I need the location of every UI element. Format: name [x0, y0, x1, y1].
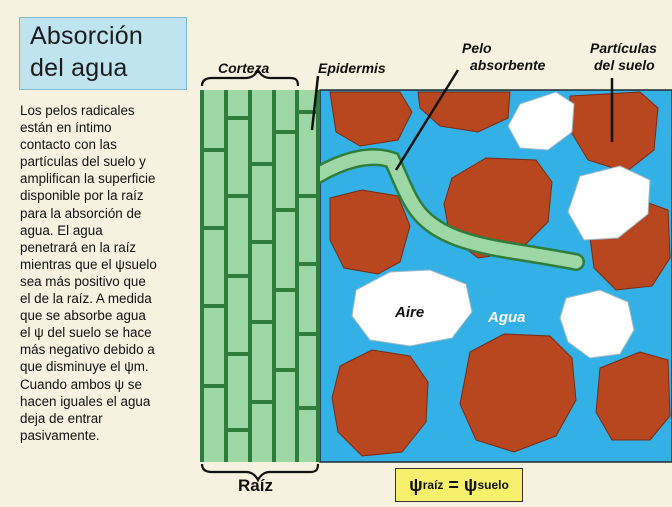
desc-line: hacen iguales el agua — [20, 393, 151, 409]
desc-line: amplifican la superficie — [20, 171, 156, 187]
desc-line: pasivamente. — [20, 427, 100, 443]
title-line-2: del agua — [30, 54, 128, 82]
label-agua: Agua — [488, 309, 526, 326]
desc-line: partículas del suelo y — [20, 154, 146, 170]
raiz-bracket — [200, 463, 320, 483]
desc-line: el de la raíz. A medida — [20, 291, 152, 307]
desc-line: penetrará en la raíz — [20, 239, 137, 255]
label-particulas-line1: Partículas — [590, 40, 657, 56]
soil-particles — [329, 91, 671, 457]
label-pelo-line2: absorbente — [470, 57, 546, 73]
desc-line: Cuando ambos ψ se — [20, 376, 142, 392]
air-pockets — [351, 91, 651, 359]
air-pocket — [351, 269, 473, 347]
desc-line: Los pelos radicales — [20, 103, 135, 118]
soil-particle — [329, 91, 413, 147]
title-box: Absorción del agua — [19, 17, 187, 90]
soil-particle — [417, 91, 511, 133]
formula-psi-right: ψ — [463, 474, 478, 495]
desc-line: sea más positivo que — [20, 273, 146, 289]
formula-sub-left: raíz — [422, 478, 444, 492]
label-corteza: Corteza — [218, 60, 270, 76]
soil-particle — [459, 333, 577, 453]
desc-line: que disminuye el ψm. — [20, 359, 149, 375]
desc-line: mientras que el ψsuelo — [20, 256, 157, 272]
cell-walls — [200, 90, 320, 462]
soil-particle — [443, 157, 553, 259]
soil-particle — [595, 351, 671, 441]
root-hair — [309, 148, 585, 271]
label-particulas-line2: del suelo — [594, 57, 655, 73]
formula-sub-right: suelo — [477, 478, 509, 492]
formula-psi-left: ψ — [409, 474, 423, 495]
soil-particle — [329, 189, 411, 275]
desc-line: más negativo debido a — [20, 342, 155, 358]
desc-line: contacto con las — [20, 137, 117, 153]
formula-equals: = — [443, 474, 464, 495]
label-aire: Aire — [395, 304, 425, 321]
air-pocket — [507, 91, 575, 151]
label-epidermis: Epidermis — [318, 60, 386, 76]
desc-line: disponible por la raíz — [20, 188, 144, 204]
desc-line: el ψ del suelo se hace — [20, 325, 152, 341]
epidermis-pointer — [310, 75, 320, 131]
pelo-pointer — [394, 69, 460, 171]
corteza-bracket — [200, 67, 300, 87]
desc-line: agua. El agua — [20, 222, 103, 238]
description-text: Los pelos radicales están en íntimo cont… — [20, 102, 202, 444]
desc-line: deja de entrar — [20, 410, 103, 426]
desc-line: que se absorbe agua — [20, 308, 146, 324]
desc-line: para la absorción de — [20, 205, 142, 221]
air-pocket — [567, 165, 651, 241]
soil-particle — [569, 91, 659, 173]
soil-particle — [331, 349, 429, 457]
label-raiz: Raíz — [238, 476, 273, 495]
label-pelo-line1: Pelo — [462, 40, 492, 56]
air-pocket — [559, 289, 635, 359]
title-line-1: Absorción — [30, 22, 143, 50]
desc-line: están en íntimo — [20, 120, 112, 136]
